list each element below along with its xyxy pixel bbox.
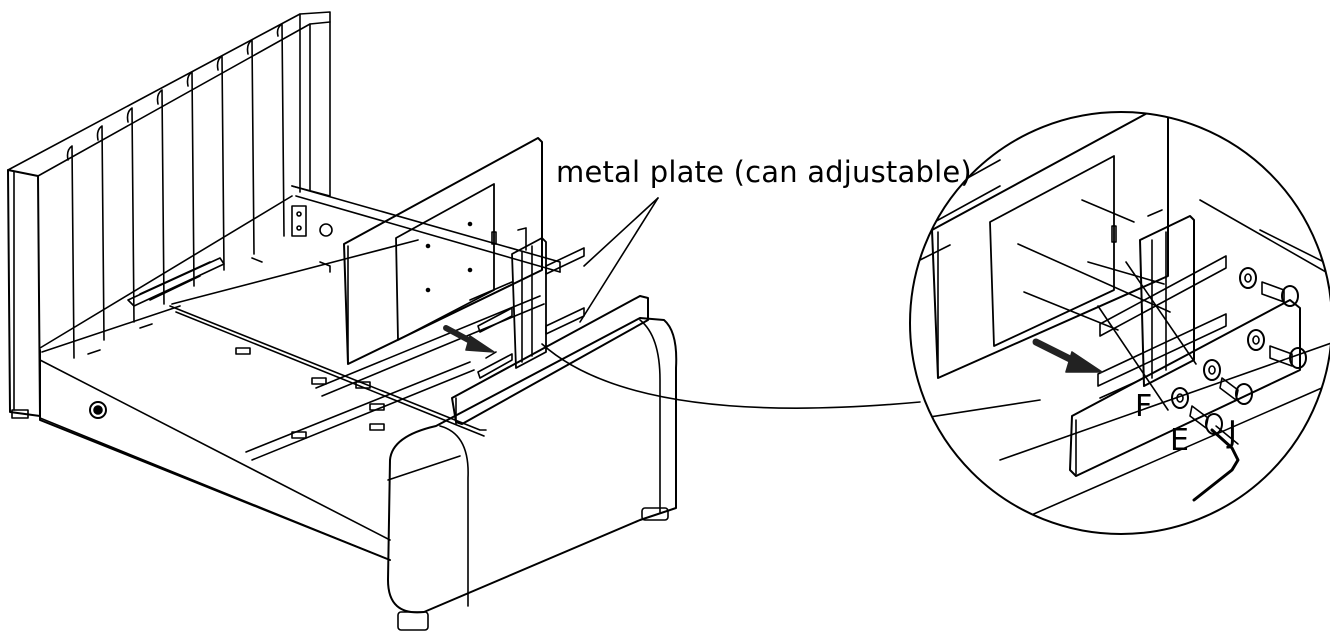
- callout-leader-2: [579, 197, 659, 323]
- side-rail-near: [39, 349, 391, 561]
- lift-column: [469, 227, 585, 379]
- headboard: [7, 11, 331, 419]
- part-label-e: E: [1170, 423, 1189, 458]
- direction-arrow: [443, 325, 495, 353]
- footboard: [387, 317, 678, 631]
- part-label-f: F: [1135, 389, 1153, 424]
- part-label-j: J: [1228, 415, 1237, 450]
- magnify-leader: [541, 343, 921, 409]
- gas-lift-mechanism: [127, 257, 225, 307]
- side-rail-far: [251, 185, 561, 273]
- callout-leader-1: [583, 197, 659, 267]
- bed-slats: [41, 239, 545, 461]
- bed-frame: [7, 11, 921, 631]
- tv-cabinet-lid: [451, 295, 649, 425]
- detail-magnifier: [909, 111, 1330, 535]
- metal-plate-label: metal plate (can adjustable): [556, 155, 972, 189]
